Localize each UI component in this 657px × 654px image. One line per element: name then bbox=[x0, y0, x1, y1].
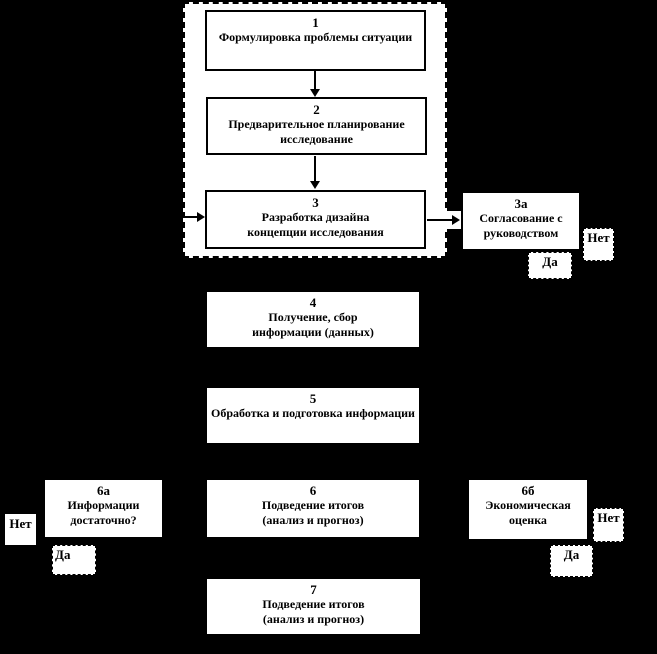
step-number: 7 bbox=[310, 582, 317, 597]
step-label-line: информации (данных) bbox=[252, 325, 374, 339]
label-yes-6a: Да bbox=[52, 545, 96, 575]
step-label-line: достаточно? bbox=[70, 513, 137, 527]
label-no-3a: Нет bbox=[583, 228, 614, 261]
label-yes-3a: Да bbox=[528, 252, 572, 279]
step-box-3a: 3а Согласование с руководством bbox=[461, 191, 581, 251]
step-box-6: 6 Подведение итогов (анализ и прогноз) bbox=[205, 478, 421, 539]
step-label-line: концепции исследования bbox=[247, 225, 384, 239]
step-number: 5 bbox=[309, 391, 317, 406]
step-label-line: Формулировка проблемы ситуации bbox=[218, 30, 413, 44]
arrow-line-3-to-3a bbox=[427, 219, 453, 221]
step-number: 6б bbox=[521, 483, 535, 498]
step-label-line: исследование bbox=[280, 132, 353, 146]
step-label-line: руководством bbox=[483, 226, 559, 240]
step-number: 6а bbox=[97, 483, 110, 498]
step-label-line: Информации bbox=[67, 498, 140, 512]
arrow-line-2-to-3 bbox=[314, 156, 316, 182]
step-label-line: Предварительное планирование bbox=[228, 117, 405, 131]
step-box-6a: 6а Информации достаточно? bbox=[43, 478, 164, 539]
arrow-line-into-3 bbox=[185, 216, 198, 218]
step-label-line: Обработка и подготовка информации bbox=[211, 406, 415, 420]
step-number: 1 bbox=[312, 15, 319, 30]
step-label-line: Согласование с bbox=[479, 211, 563, 225]
step-label-line: (анализ и прогноз) bbox=[262, 612, 365, 626]
label-yes-6b: Да bbox=[550, 545, 593, 577]
step-box-7: 7 Подведение итогов (анализ и прогноз) bbox=[205, 577, 422, 636]
step-box-2: 2 Предварительное планирование исследова… bbox=[206, 97, 427, 155]
arrow-head-3-to-3a bbox=[452, 215, 460, 225]
arrow-head-2-to-3 bbox=[310, 181, 320, 189]
step-box-5: 5 Обработка и подготовка информации bbox=[205, 386, 421, 445]
arrow-head-1-to-2 bbox=[310, 89, 320, 97]
step-label-line: Подведение итогов bbox=[262, 597, 365, 611]
step-number: 3 bbox=[312, 195, 319, 210]
step-box-1: 1 Формулировка проблемы ситуации bbox=[205, 10, 426, 71]
step-label-line: Получение, сбор bbox=[268, 310, 358, 324]
step-number: 3а bbox=[514, 196, 528, 211]
step-label-line: Подведение итогов bbox=[261, 498, 365, 512]
step-box-4: 4 Получение, сбор информации (данных) bbox=[205, 290, 421, 349]
label-no-6b: Нет bbox=[593, 508, 624, 542]
step-box-6b: 6б Экономическая оценка bbox=[467, 478, 589, 541]
step-label-line: оценка bbox=[509, 513, 547, 527]
arrow-head-into-3 bbox=[197, 212, 205, 222]
step-number: 6 bbox=[309, 483, 317, 498]
step-label-line: (анализ и прогноз) bbox=[262, 513, 364, 527]
arrow-line-1-to-2 bbox=[314, 71, 316, 90]
step-box-3: 3 Разработка дизайна концепции исследова… bbox=[205, 190, 426, 249]
step-number: 4 bbox=[309, 295, 317, 310]
step-number: 2 bbox=[313, 102, 320, 117]
label-no-6a: Нет bbox=[5, 514, 36, 545]
step-label-line: Экономическая bbox=[485, 498, 571, 512]
step-label-line: Разработка дизайна bbox=[261, 210, 370, 224]
